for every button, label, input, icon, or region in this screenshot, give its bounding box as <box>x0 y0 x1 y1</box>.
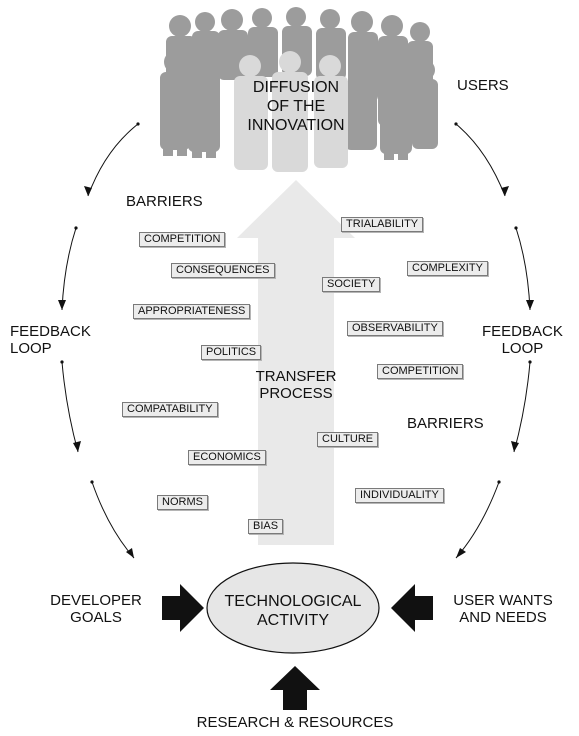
research-resources-label: RESEARCH & RESOURCES <box>196 714 394 731</box>
barrier-tag: INDIVIDUALITY <box>355 488 444 503</box>
barrier-tag: SOCIETY <box>322 277 381 292</box>
user-wants-line2: AND NEEDS <box>459 609 547 626</box>
barrier-tag: COMPETITION <box>377 364 464 379</box>
users-label: USERS <box>457 77 509 94</box>
developer-line1: DEVELOPER <box>50 592 142 609</box>
user-wants-needs-label: USER WANTS AND NEEDS <box>438 592 568 626</box>
developer-goals-label: DEVELOPER GOALS <box>36 592 156 626</box>
feedback-right-line1: FEEDBACK <box>482 323 563 340</box>
left-feedback-arrowheads <box>58 186 134 558</box>
barrier-tag: ECONOMICS <box>188 450 266 465</box>
feedback-loop-left: FEEDBACK LOOP <box>10 323 91 357</box>
transfer-arrow <box>237 180 355 545</box>
barriers-label-top: BARRIERS <box>126 193 203 210</box>
barrier-tag: COMPETITION <box>139 232 226 247</box>
diffusion-of-innovation-title: DIFFUSION OF THE INNOVATION <box>222 78 370 135</box>
barrier-tag: BIAS <box>248 519 284 534</box>
barrier-tag: COMPATABILITY <box>122 402 218 417</box>
user-wants-line1: USER WANTS <box>453 592 553 609</box>
transfer-process-label: TRANSFER PROCESS <box>248 368 344 402</box>
tech-line1: TECHNOLOGICAL <box>224 593 362 610</box>
barrier-tag: POLITICS <box>201 345 262 360</box>
barrier-tag: CULTURE <box>317 432 379 447</box>
feedback-right-line2: LOOP <box>501 340 544 357</box>
diffusion-line3: INNOVATION <box>247 117 345 134</box>
research-resources-arrow <box>270 666 320 710</box>
diffusion-line2: OF THE <box>266 98 326 115</box>
barrier-tag: NORMS <box>157 495 208 510</box>
technological-activity-ellipse <box>206 562 380 654</box>
barrier-tag: APPROPRIATENESS <box>133 304 251 319</box>
technological-activity-label: TECHNOLOGICAL ACTIVITY <box>213 592 373 630</box>
barrier-tag: TRIALABILITY <box>341 217 424 232</box>
tech-line2: ACTIVITY <box>256 612 329 629</box>
barrier-tag: COMPLEXITY <box>407 261 488 276</box>
developer-goals-arrow <box>162 584 204 632</box>
user-wants-arrow <box>391 584 433 632</box>
barriers-label-bottom: BARRIERS <box>407 415 484 432</box>
users-crowd-silhouette <box>160 7 438 160</box>
feedback-left-line2: LOOP <box>10 340 52 357</box>
diffusion-line1: DIFFUSION <box>252 79 340 96</box>
feedback-loop-right: FEEDBACK LOOP <box>482 323 563 357</box>
feedback-left-line1: FEEDBACK <box>10 323 91 340</box>
developer-line2: GOALS <box>70 609 122 626</box>
barrier-tag: OBSERVABILITY <box>347 321 443 336</box>
right-feedback-arrowheads <box>456 186 534 558</box>
transfer-line2: PROCESS <box>259 385 333 402</box>
users-crowd-front-light <box>234 51 348 172</box>
barrier-tag: CONSEQUENCES <box>171 263 275 278</box>
transfer-line1: TRANSFER <box>255 368 337 385</box>
